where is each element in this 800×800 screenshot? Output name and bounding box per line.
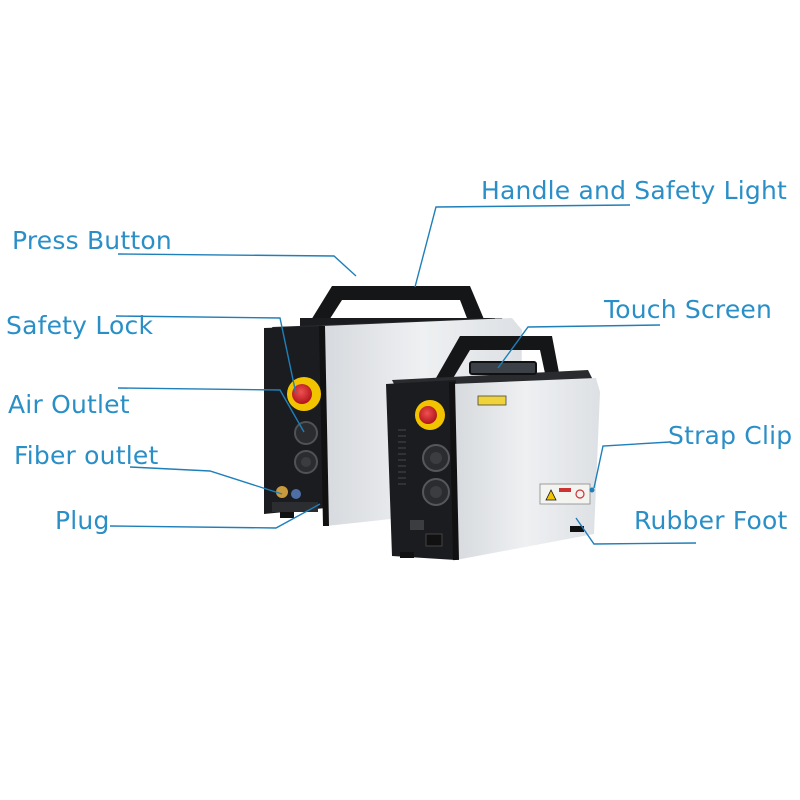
leader-fiber-outlet	[129, 466, 283, 495]
label-strap-clip: Strap Clip	[668, 421, 793, 450]
large-handle	[308, 286, 486, 328]
label-touch-screen: Touch Screen	[604, 295, 773, 324]
large-fan-vent-icon	[294, 421, 318, 445]
large-front-panel	[264, 326, 326, 514]
emergency-stop-button-icon	[292, 384, 312, 404]
leader-touch-screen	[497, 324, 661, 369]
leader-press-button	[117, 253, 357, 277]
leader-strap-clip	[593, 441, 671, 489]
label-rubber-foot: Rubber Foot	[634, 506, 788, 535]
strap-clip	[589, 487, 595, 493]
label-safety-lock: Safety Lock	[6, 311, 154, 340]
label-air-outlet: Air Outlet	[8, 390, 130, 419]
small-handle	[436, 336, 560, 380]
label-plug: Plug	[55, 506, 110, 535]
label-press-button: Press Button	[12, 226, 172, 255]
leader-air-outlet	[117, 387, 305, 433]
label-fiber-outlet: Fiber outlet	[14, 441, 159, 470]
leader-safety-lock	[115, 315, 297, 395]
touch-screen	[469, 361, 537, 375]
laser-warning-label-icon	[539, 483, 591, 505]
leader-rubber-foot	[575, 517, 697, 545]
small-laser-machine	[386, 336, 600, 561]
label-handle-and-safety-light: Handle and Safety Light	[481, 176, 787, 205]
leader-handle	[414, 204, 631, 288]
small-side-panel	[452, 378, 600, 560]
leader-plug	[109, 503, 321, 529]
